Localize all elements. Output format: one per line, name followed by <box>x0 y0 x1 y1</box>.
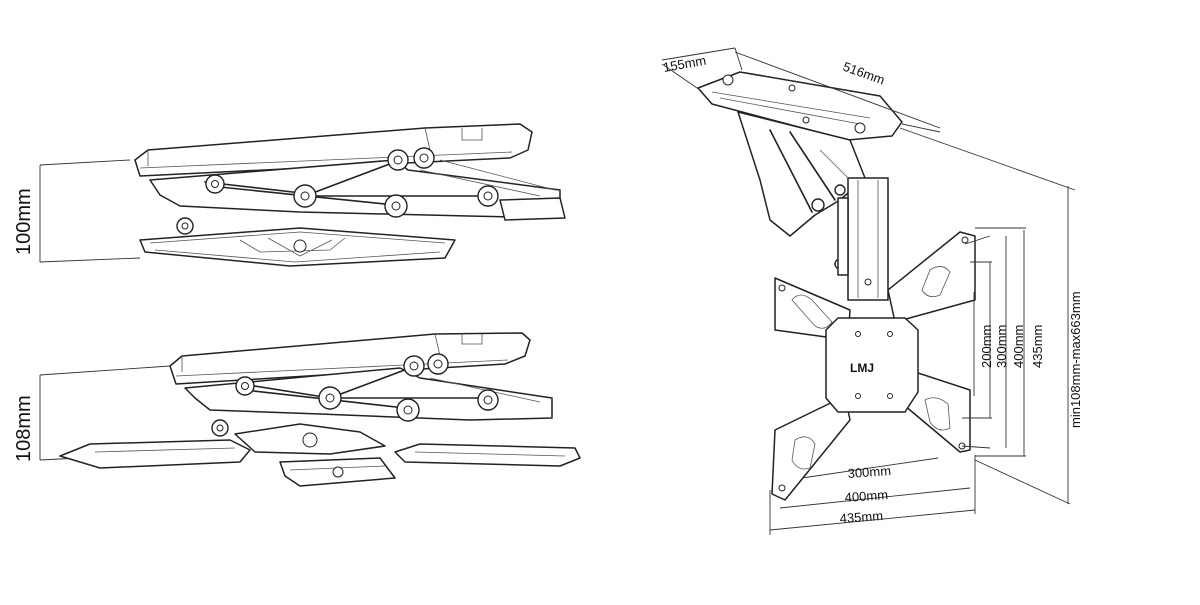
vesa-horizontal-400: 400mm <box>844 487 888 505</box>
extended-arms-view <box>39 332 581 487</box>
vertical-range-dimension <box>974 186 1071 505</box>
vesa-horizontal-dimensions <box>769 455 976 535</box>
vesa-vertical-435: 435mm <box>1030 325 1045 368</box>
logo-mark: LMJ <box>850 361 874 375</box>
vesa-horizontal-435: 435mm <box>839 508 883 526</box>
vesa-vertical-dimensions <box>961 227 1026 457</box>
vesa-vertical-400: 400mm <box>1011 325 1026 368</box>
vesa-horizontal-300: 300mm <box>847 463 891 481</box>
full-mount-view: LMJ <box>697 71 976 501</box>
collapsed-mount-view <box>39 123 566 267</box>
top-dimensions <box>661 47 1076 191</box>
vesa-vertical-300: 300mm <box>994 325 1009 368</box>
vesa-vertical-200: 200mm <box>979 325 994 368</box>
depth-dimension-label: 155mm <box>662 53 707 75</box>
collapsed-height-label: 100mm <box>13 188 35 255</box>
width-dimension-label: 516mm <box>841 59 887 88</box>
extended-height-label: 108mm <box>13 395 35 462</box>
vertical-range-label: min108mm-max663mm <box>1068 291 1083 428</box>
